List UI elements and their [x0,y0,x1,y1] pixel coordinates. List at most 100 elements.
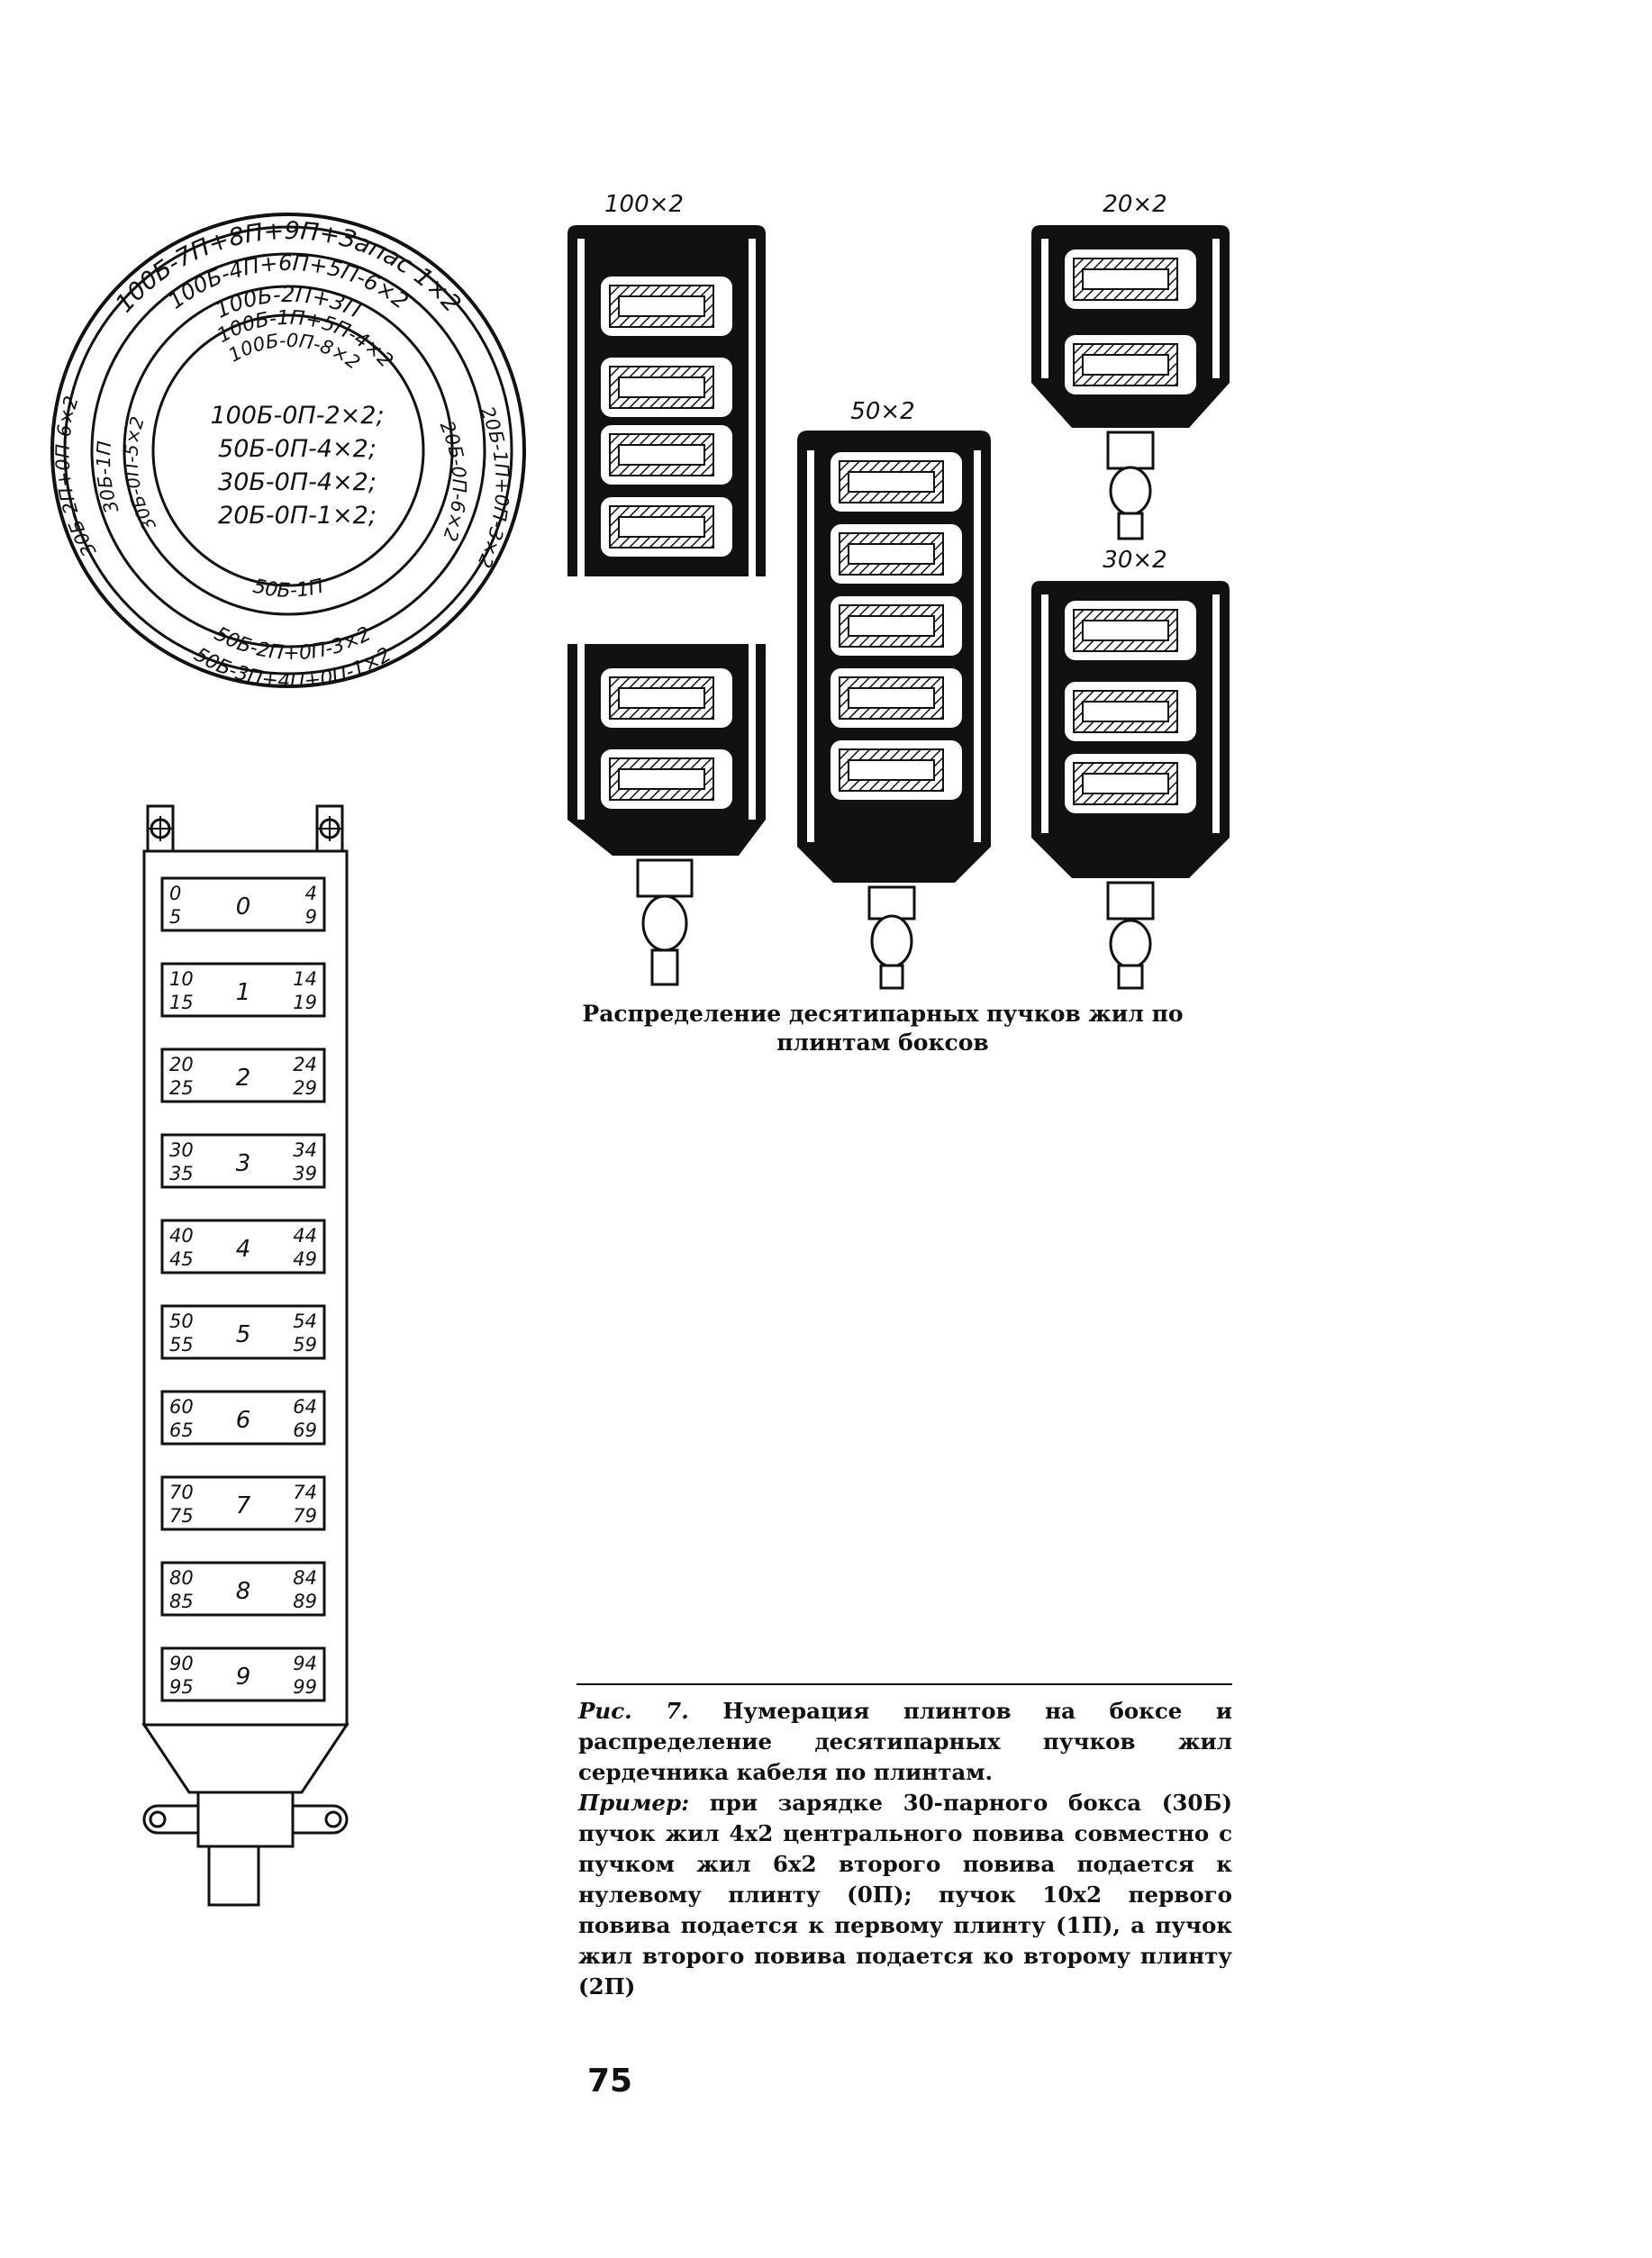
clamp-left-icon [149,1810,167,1828]
plinth-number: 6 [236,1407,251,1434]
plinth-frame [160,1047,326,1103]
plinth-pair-top-left: 90 [169,1653,194,1674]
cable-core-diagram: 100Б-7П+8П+9П+Запас 1×2 100Б-4П+6П+5П-6×… [50,213,526,693]
plinth-number: 2 [236,1065,251,1092]
clamp-right-icon [324,1810,342,1828]
plinth-number: 1 [236,979,251,1006]
plinth-pair-bottom-right: 19 [293,992,317,1013]
box-30 [1031,581,1230,990]
box-label-100: 100×2 [604,191,684,218]
plinth-frame [160,876,326,932]
ring-label-right-2: 20Б-1П+0П-3×2 [473,404,513,571]
box-outlet [207,1845,260,1907]
caption-rule [576,1683,1232,1685]
example-label: Пример: [578,1790,690,1816]
plinth-pair-top-left: 0 [169,883,181,904]
plinth-pair-top-right: 64 [293,1396,317,1418]
box-20 [1031,225,1230,540]
plinth-pair-bottom-left: 55 [169,1334,194,1356]
plinth-number: 3 [236,1150,251,1177]
plinth-pair-top-left: 50 [169,1310,194,1332]
box-100-bottom [567,644,766,986]
ring-label-bottom-2: 50Б-2П+0П-3×2 [211,622,375,665]
plinth-pair-top-left: 80 [169,1567,194,1589]
plinth-pair-bottom-left: 15 [169,992,194,1013]
plinth-frame [160,1390,326,1446]
plinth-pair-bottom-right: 39 [293,1163,317,1184]
plinth-number: 9 [236,1664,251,1691]
plinth-frame [160,1561,326,1617]
plinth-number: 8 [236,1578,251,1605]
ring-label-bottom-1: 50Б-1П [250,576,325,603]
plinth-pair-top-right: 24 [293,1054,317,1075]
plinth-pair-bottom-right: 59 [293,1334,317,1356]
plinth-pair-bottom-right: 69 [293,1419,317,1441]
box-sections-figure: 100×2 50×2 20×2 [567,191,1230,990]
plinth-pair-top-left: 60 [169,1396,194,1418]
plinth-pair-top-left: 20 [169,1054,194,1075]
plinth-pair-top-right: 4 [305,883,317,904]
ring-5 [151,313,425,587]
figure-label: Рис. 7. [578,1698,689,1724]
plinth-frame [160,1219,326,1274]
box-100-top [567,225,766,576]
plinth-pair-top-right: 84 [293,1567,317,1589]
sections-caption: Распределение десятипарных пучков жил по… [582,1001,1184,1056]
page-number: 75 [587,2063,633,2099]
figure-caption: Рис. 7. Нумерация плинтов на боксе и рас… [578,1696,1232,2002]
plinth-pair-bottom-left: 35 [169,1163,194,1184]
box-collar [196,1791,295,1848]
ring-outer [50,213,526,688]
plinth-pair-bottom-left: 25 [169,1077,194,1099]
plinth-pair-bottom-right: 9 [305,906,317,928]
box-funnel [141,1723,349,1794]
center-line-3: 30Б-0П-4×2; [218,468,377,496]
ring-label-left-3: 30Б-1П [93,440,123,516]
box-label-30: 30×2 [1103,547,1166,574]
plinth-pair-top-left: 10 [169,968,194,990]
plinth-pair-top-right: 34 [293,1139,317,1161]
plinth-pair-bottom-left: 75 [169,1505,194,1527]
ring-2 [63,225,513,676]
plinth-pair-bottom-left: 95 [169,1676,194,1698]
box-label-50: 50×2 [850,398,914,425]
plinth-pair-bottom-right: 99 [293,1676,317,1698]
plinth-number: 0 [236,893,251,920]
plinth-pair-top-left: 30 [169,1139,194,1161]
box-50 [797,431,991,990]
center-line-1: 100Б-0П-2×2; [210,402,384,430]
plinth-number: 4 [236,1236,251,1263]
plinth-number: 5 [236,1321,251,1348]
figure-text: Нумерация плинтов на боксе и распределен… [578,1698,1232,1785]
plinth-pair-top-right: 14 [293,968,317,990]
ring-label-right-3: 20Б-0П-6×2 [436,418,470,544]
plinth-pair-top-left: 70 [169,1482,194,1503]
plinth-pair-bottom-left: 5 [169,906,181,928]
plinth-frame [160,1304,326,1360]
plinth-pair-top-left: 40 [169,1225,194,1247]
plinth-pair-bottom-right: 29 [293,1077,317,1099]
ring-3 [90,252,486,648]
plinth-number: 7 [236,1492,251,1519]
plinth-pair-top-right: 54 [293,1310,317,1332]
plinth-pair-top-right: 74 [293,1482,317,1503]
plinth-pair-bottom-right: 89 [293,1591,317,1612]
center-line-2: 50Б-0П-4×2; [218,435,377,463]
center-line-4: 20Б-0П-1×2; [218,502,377,530]
plinth-pair-bottom-left: 85 [169,1591,194,1612]
plinth-pair-top-right: 44 [293,1225,317,1247]
plinth-pair-bottom-right: 49 [293,1248,317,1270]
plinth-frame [160,1646,326,1702]
plinth-pair-top-right: 94 [293,1653,317,1674]
plinth-frame [160,1475,326,1531]
